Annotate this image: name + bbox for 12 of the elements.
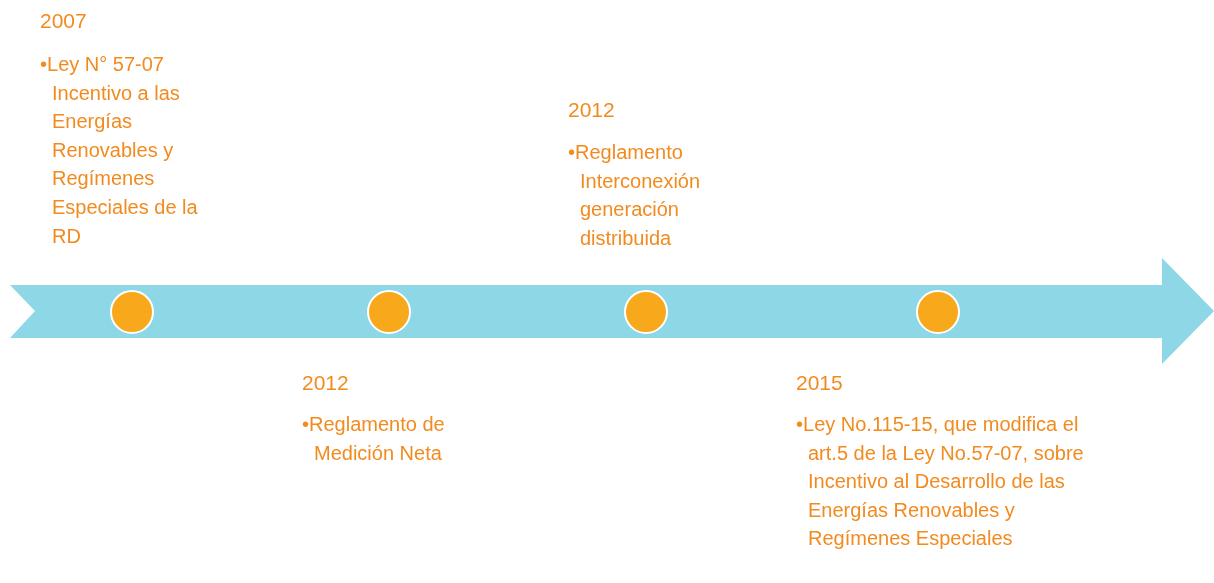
timeline-circle <box>624 290 668 334</box>
year-label: 2012 <box>302 370 349 396</box>
year-label: 2012 <box>568 97 615 123</box>
timeline-circle <box>367 290 411 334</box>
milestone-text: •Reglamento de Medición Neta <box>302 412 446 466</box>
timeline-circle <box>916 290 960 334</box>
timeline-circle <box>110 290 154 334</box>
year-label: 2015 <box>796 370 843 396</box>
year-label: 2007 <box>40 8 87 34</box>
milestone-text: •Ley N° 57-07 Incentivo a las Energías Renovables y Regímenes Especiales de la RD <box>40 52 199 249</box>
milestone-text: •Ley No.115-15, que modifica el art.5 de la Ley No.57-07, sobre Incentivo al Desarrollo de las Energías Renovables y Regímenes Especiales <box>796 412 1085 552</box>
milestone-text: •Reglamento Interconexión generación distribuida <box>568 140 702 251</box>
